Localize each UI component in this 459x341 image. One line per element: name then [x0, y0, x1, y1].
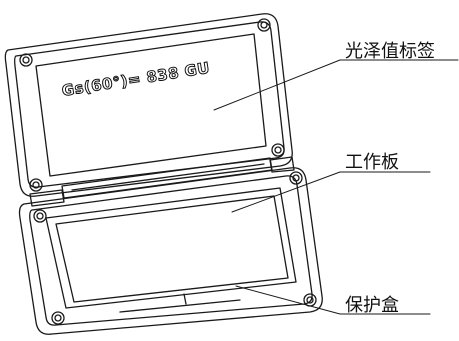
callout-gloss-label: 光泽值标签: [345, 41, 435, 62]
callout-protective-box: 保护盒: [345, 295, 399, 316]
leader-box: [235, 285, 431, 315]
leader-lines: [213, 59, 459, 315]
work-plate: [45, 187, 297, 309]
leader-gloss: [213, 59, 459, 111]
leader-plate: [231, 171, 431, 213]
lid: [4, 13, 293, 197]
callout-work-plate: 工作板: [345, 152, 399, 173]
protective-box: [18, 167, 323, 335]
gloss-label-panel: [35, 33, 267, 177]
